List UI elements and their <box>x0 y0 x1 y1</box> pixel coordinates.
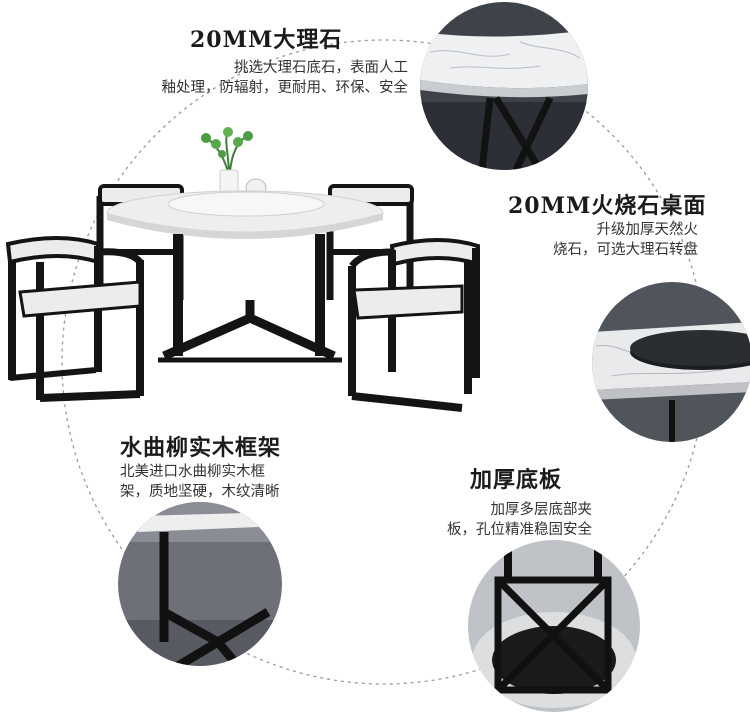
feature-1-line-2: 釉处理，防辐射，更耐用、环保、安全 <box>161 80 409 96</box>
feature-1-description: 挑选大理石底石，表面人工 釉处理，防辐射，更耐用、环保、安全 <box>162 58 409 98</box>
feature-4-description: 加厚多层底部夹 板，孔位精准稳固安全 <box>447 500 592 540</box>
dining-set-illustration <box>5 127 480 412</box>
feature-3-title: 水曲柳实木框架 <box>120 435 282 461</box>
round-table <box>106 190 384 363</box>
feature-4-line-1: 加厚多层底部夹 <box>490 502 593 518</box>
feature-1-title: 20MM大理石 <box>190 27 343 53</box>
chair-front-left <box>5 236 144 402</box>
ash-wood-frame-photo <box>118 502 282 666</box>
feature-3-line-1: 北美进口水曲柳实木框 <box>120 464 265 480</box>
feature-1-line-1: 挑选大理石底石，表面人工 <box>234 60 408 76</box>
base-plate-photo <box>468 540 640 712</box>
feature-2-title: 20MM火烧石桌面 <box>508 193 707 219</box>
feature-4-title: 加厚底板 <box>470 467 563 493</box>
fired-stone-top-photo <box>592 282 750 442</box>
feature-3-line-2: 架，质地坚硬，木纹清晰 <box>120 484 280 500</box>
feature-4-line-2: 板，孔位精准稳固安全 <box>447 522 592 538</box>
feature-2-line-1: 升级加厚天然火 <box>596 222 699 238</box>
feature-2-line-2: 烧石，可选大理石转盘 <box>553 242 698 258</box>
feature-3-description: 北美进口水曲柳实木框 架，质地坚硬，木纹清晰 <box>120 462 280 502</box>
feature-2-description: 升级加厚天然火 烧石，可选大理石转盘 <box>553 220 698 260</box>
plant-decoration <box>201 127 276 201</box>
chair-front-right <box>348 238 480 412</box>
